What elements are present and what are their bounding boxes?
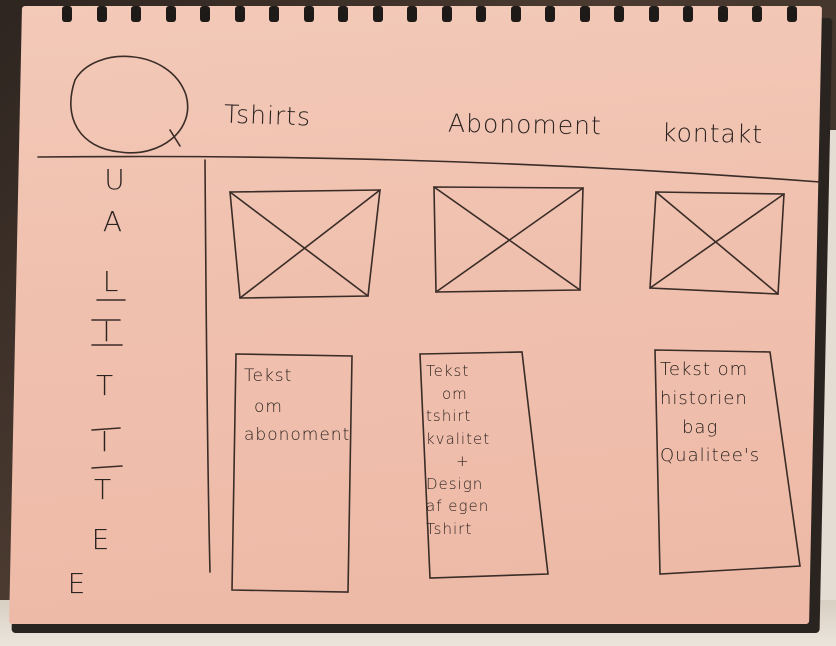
sidebar-letter-9: E bbox=[67, 567, 87, 600]
binding-ring bbox=[62, 6, 72, 22]
binding-ring bbox=[752, 6, 762, 22]
column-2-line: + bbox=[456, 452, 470, 470]
column-3-line: bag bbox=[682, 416, 719, 438]
binding-ring bbox=[648, 6, 659, 22]
binding-ring bbox=[441, 6, 452, 22]
column-1-text: Tekst om abonoment bbox=[244, 364, 350, 448]
binding-ring bbox=[407, 6, 417, 22]
binding-ring bbox=[165, 6, 176, 22]
binding-ring bbox=[510, 6, 521, 22]
column-2-line: Tshirt bbox=[426, 519, 473, 538]
column-2-text: Tekst om tshirt kvalitet + Design af ege… bbox=[426, 360, 490, 540]
binding-ring bbox=[269, 6, 279, 22]
sidebar-letter-4: I bbox=[102, 315, 112, 348]
sidebar-letter-3: L bbox=[102, 265, 120, 298]
binding-ring bbox=[545, 6, 555, 22]
binding-ring bbox=[234, 6, 245, 22]
binding-ring bbox=[614, 6, 624, 22]
image-placeholder-2 bbox=[433, 186, 584, 293]
column-2-line: Design bbox=[426, 474, 484, 493]
text-box-2 bbox=[419, 351, 549, 579]
column-2-line: kvalitet bbox=[426, 429, 491, 448]
binding-ring bbox=[96, 6, 107, 22]
nav-item-kontakt: kontakt bbox=[661, 118, 764, 149]
nav-item-tshirts: Tshirts bbox=[223, 99, 312, 132]
column-1-line: Tekst bbox=[244, 366, 293, 386]
column-2-line: af egen bbox=[426, 497, 490, 515]
sidebar-letter-2: A bbox=[102, 205, 124, 238]
text-box-3 bbox=[654, 349, 801, 575]
header-divider-line bbox=[37, 155, 821, 183]
column-2-line: tshirt bbox=[426, 407, 472, 425]
sidebar-letter-5: T bbox=[95, 369, 115, 402]
column-3-line: Qualitee's bbox=[660, 445, 761, 467]
sidebar-letter-6: I bbox=[100, 425, 110, 458]
column-2-line: om bbox=[442, 384, 468, 403]
binding-ring bbox=[717, 6, 728, 22]
image-placeholder-3 bbox=[649, 191, 785, 295]
binding-ring bbox=[338, 6, 348, 22]
sidebar-letter-1: U bbox=[104, 163, 126, 196]
binding-ring bbox=[200, 6, 210, 22]
column-1-line: abonoment bbox=[244, 425, 351, 446]
column-3-line: Tekst om bbox=[660, 359, 749, 380]
binding-ring bbox=[476, 6, 486, 22]
binding-ring bbox=[786, 6, 797, 22]
sidebar-divider-line bbox=[204, 159, 211, 573]
text-box-1 bbox=[231, 353, 353, 593]
column-3-line: historien bbox=[660, 387, 748, 409]
binding-ring bbox=[579, 6, 590, 22]
column-3-text: Tekst om historien bag Qualitee's bbox=[660, 356, 760, 471]
sidebar-letter-7: T bbox=[93, 473, 113, 506]
logo-circle-sketch bbox=[70, 55, 189, 154]
binding-ring bbox=[303, 6, 314, 22]
binding-ring bbox=[683, 6, 693, 22]
binding-ring bbox=[131, 6, 141, 22]
sidebar-letter-8: E bbox=[91, 523, 111, 556]
nav-item-abonoment: Abonoment bbox=[447, 108, 603, 141]
image-placeholder-1 bbox=[229, 189, 381, 299]
column-1-line: om bbox=[254, 396, 283, 417]
column-2-line: Tekst bbox=[426, 362, 470, 380]
binding-ring bbox=[372, 6, 383, 22]
